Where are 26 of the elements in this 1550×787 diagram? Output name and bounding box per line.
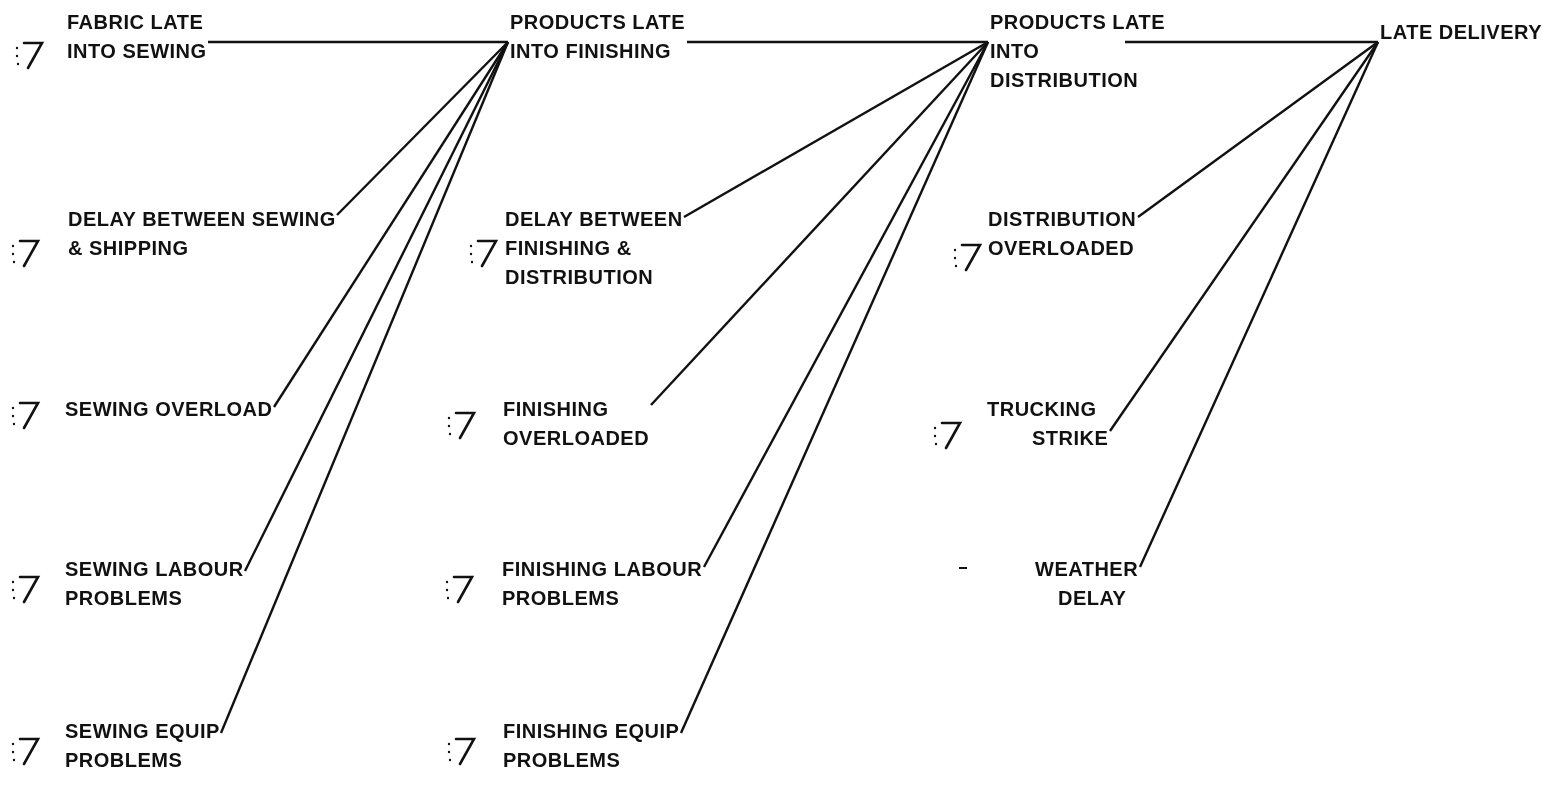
event-label: WEATHER DELAY [1035,555,1140,613]
connector-line [1138,41,1380,568]
connector-line [1137,41,1379,218]
connector-line [1125,40,1378,44]
connector-line [1109,41,1379,432]
connector-line [683,40,989,219]
connector-line [687,40,988,44]
connector-line [336,41,509,216]
event-label: PRODUCTS LATE INTO FINISHING [510,8,687,66]
event-label: FINISHING OVERLOADED [503,395,651,453]
event-label: DISTRIBUTION OVERLOADED [988,205,1138,263]
event-label: SEWING OVERLOAD [65,395,274,424]
event-label: SEWING EQUIP PROBLEMS [65,717,221,775]
event-label: PRODUCTS LATE INTO DISTRIBUTION [990,8,1167,95]
event-label: DELAY BETWEEN SEWING & SHIPPING [68,205,337,263]
event-label: LATE DELIVERY [1380,18,1544,47]
event-label: DELAY BETWEEN FINISHING & DISTRIBUTION [505,205,684,292]
connector-line [208,40,508,44]
event-label: FINISHING LABOUR PROBLEMS [502,555,704,613]
event-label: SEWING LABOUR PROBLEMS [65,555,245,613]
connector-line [219,41,510,734]
event-label: FABRIC LATE INTO SEWING [67,8,208,66]
event-label: TRUCKING STRIKE [987,395,1110,453]
connector-line [650,41,989,406]
event-label: FINISHING EQUIP PROBLEMS [503,717,681,775]
connector-line [679,41,990,734]
